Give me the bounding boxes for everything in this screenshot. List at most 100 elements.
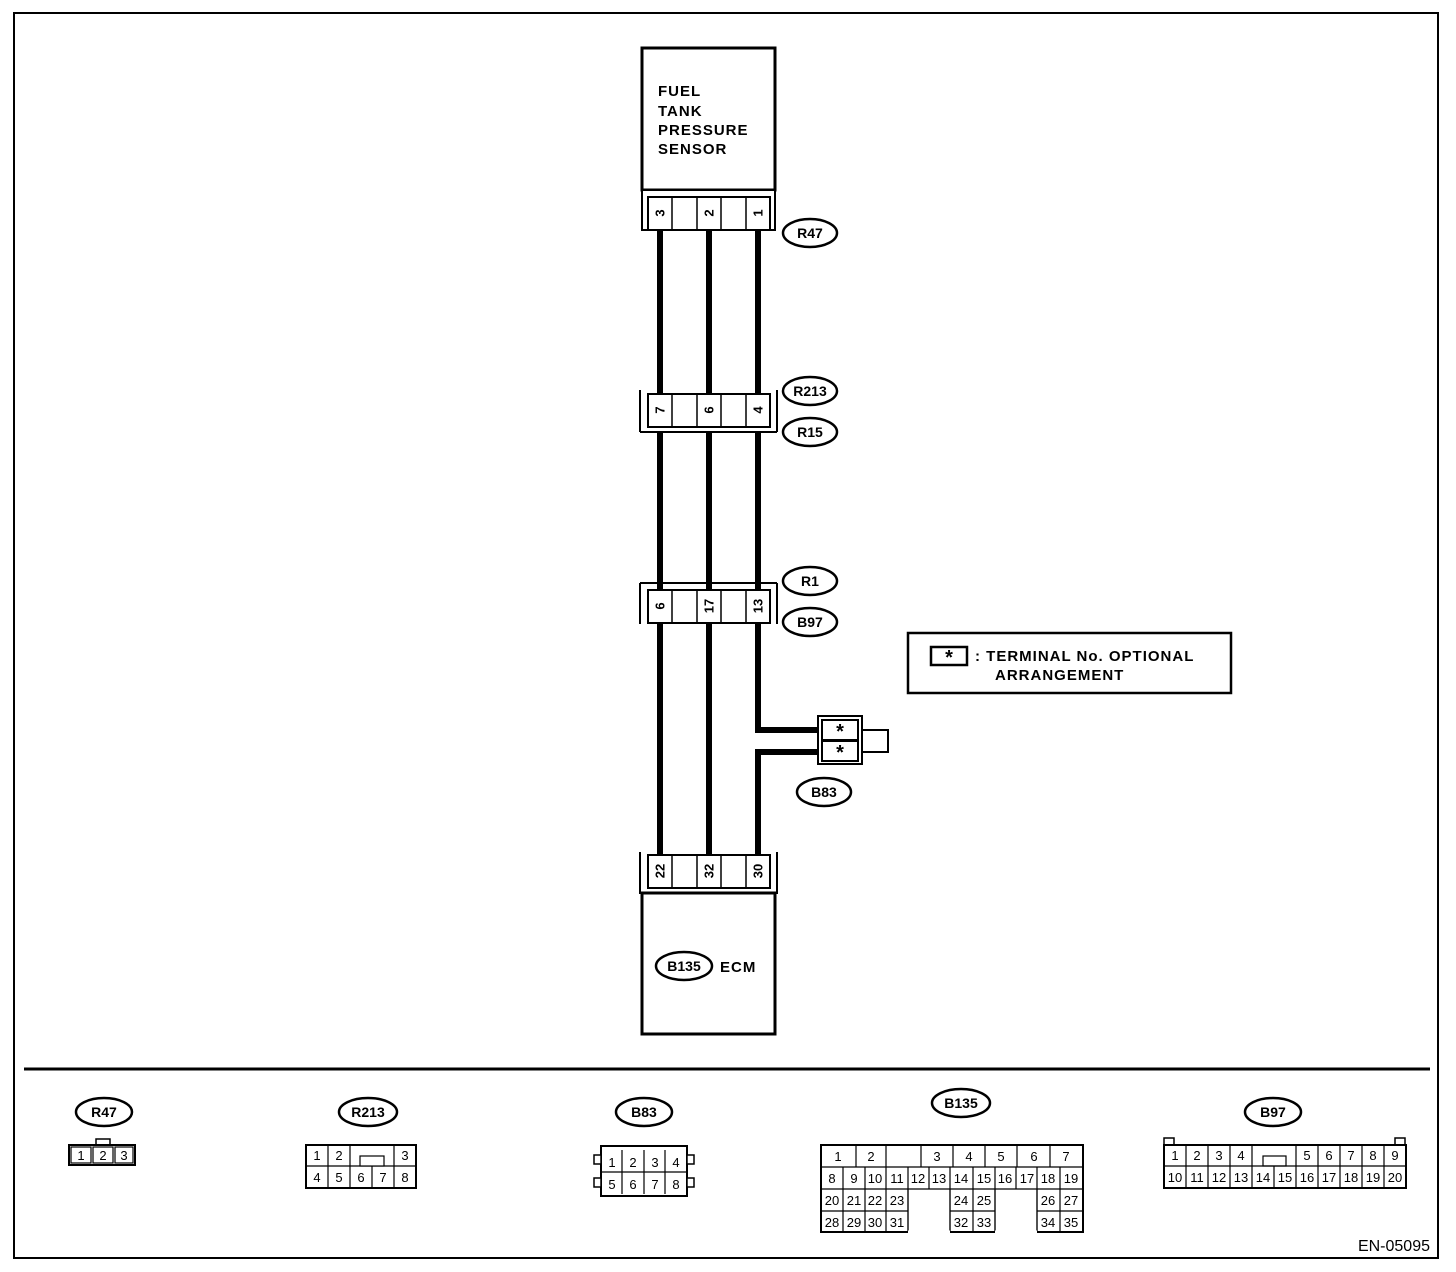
b135-pin-32: 32 xyxy=(702,864,717,878)
face-b135-cell: 25 xyxy=(977,1193,991,1208)
face-b83-cell: 3 xyxy=(651,1155,658,1170)
face-r213-cell: 5 xyxy=(335,1170,342,1185)
connector-r1-b97-block: 6 17 13 xyxy=(639,582,778,624)
face-b97-cell: 5 xyxy=(1303,1148,1310,1163)
face-r213-cell: 2 xyxy=(335,1148,342,1163)
face-b97-cell: 20 xyxy=(1388,1170,1402,1185)
face-r213: R213 1 2 3 4 5 6 7 8 xyxy=(305,1096,417,1189)
connector-b83: * * xyxy=(817,715,889,765)
face-b135-title: B135 xyxy=(944,1095,978,1111)
face-b135-cell: 22 xyxy=(868,1193,882,1208)
face-b97-cell: 6 xyxy=(1325,1148,1332,1163)
face-b135: B135 xyxy=(820,1087,1084,1234)
sensor-label-line-1: FUEL xyxy=(658,83,701,100)
connector-r213-r15-block: 7 6 4 xyxy=(639,390,778,433)
note-symbol: * xyxy=(945,647,953,669)
face-b135-cell: 16 xyxy=(998,1171,1012,1186)
face-b97-cell: 8 xyxy=(1369,1148,1376,1163)
face-b97-cell: 7 xyxy=(1347,1148,1354,1163)
face-b135-cell: 27 xyxy=(1064,1193,1078,1208)
face-r47-title: R47 xyxy=(91,1104,117,1120)
face-b135-cell: 6 xyxy=(1030,1149,1037,1164)
r1-pin-17: 17 xyxy=(702,599,717,613)
b83-pin-2: * xyxy=(836,742,844,764)
face-b97-cell: 9 xyxy=(1391,1148,1398,1163)
note-line-1: : TERMINAL No. OPTIONAL xyxy=(975,648,1194,665)
face-b135-cell: 11 xyxy=(890,1171,904,1186)
face-b83-cell: 6 xyxy=(629,1177,636,1192)
face-b135-cell: 5 xyxy=(997,1149,1004,1164)
face-r213-cell: 6 xyxy=(357,1170,364,1185)
face-b97-cell: 13 xyxy=(1234,1170,1248,1185)
ecm-connector-b135-label: B135 xyxy=(667,958,701,974)
face-b135-cell: 12 xyxy=(911,1171,925,1186)
face-b135-cell: 26 xyxy=(1041,1193,1055,1208)
face-b97-cell: 17 xyxy=(1322,1170,1336,1185)
face-b83-cell: 4 xyxy=(672,1155,679,1170)
wires-segment-2 xyxy=(657,432,761,590)
face-r47-cell: 1 xyxy=(77,1148,84,1163)
face-b83: B83 1 2 3 4 5 6 7 8 xyxy=(593,1096,695,1197)
label-r47: R47 xyxy=(797,225,823,241)
face-b97: B97 1 2 3 xyxy=(1163,1096,1407,1189)
note-box: * : TERMINAL No. OPTIONAL ARRANGEMENT xyxy=(906,631,1233,695)
face-b135-cell: 21 xyxy=(847,1193,861,1208)
face-r213-cell: 8 xyxy=(401,1170,408,1185)
r47-pin-2: 2 xyxy=(702,209,717,216)
r213-pin-6: 6 xyxy=(702,406,717,413)
frame-border xyxy=(13,12,1439,1259)
face-r213-cell: 7 xyxy=(379,1170,386,1185)
face-b135-cell: 18 xyxy=(1041,1171,1055,1186)
face-b135-cell: 8 xyxy=(828,1171,835,1186)
face-b97-cell: 14 xyxy=(1256,1170,1270,1185)
face-r47: R47 1 2 3 xyxy=(68,1096,136,1166)
face-b135-cell: 35 xyxy=(1064,1215,1078,1230)
wires-segment-3 xyxy=(657,623,822,858)
face-b135-cell: 31 xyxy=(890,1215,904,1230)
face-b97-cell: 16 xyxy=(1300,1170,1314,1185)
sensor-label-line-2: TANK xyxy=(658,103,703,120)
face-r213-cell: 4 xyxy=(313,1170,320,1185)
label-b83: B83 xyxy=(811,784,837,800)
face-b135-cell: 30 xyxy=(868,1215,882,1230)
sensor-label-line-4: SENSOR xyxy=(658,141,727,158)
face-b135-cell: 14 xyxy=(954,1171,968,1186)
sensor-label-line-3: PRESSURE xyxy=(658,122,749,139)
connector-r47-block: 3 2 1 xyxy=(641,189,776,231)
b135-pin-22: 22 xyxy=(653,864,668,878)
face-b97-cell: 1 xyxy=(1171,1148,1178,1163)
face-b135-cell: 20 xyxy=(825,1193,839,1208)
face-b135-cell: 7 xyxy=(1062,1149,1069,1164)
r213-pin-7: 7 xyxy=(653,406,668,413)
face-b135-cell: 9 xyxy=(850,1171,857,1186)
wires-segment-1 xyxy=(657,230,761,398)
face-r213-cell: 1 xyxy=(313,1148,320,1163)
face-r213-cell: 3 xyxy=(401,1148,408,1163)
face-b83-cell: 1 xyxy=(608,1155,615,1170)
note-line-2: ARRANGEMENT xyxy=(995,667,1124,684)
connector-id-labels: R47 R213 R15 R1 B97 B83 xyxy=(781,217,853,808)
r47-pin-3: 3 xyxy=(653,209,668,216)
figure-code: EN-05095 xyxy=(1358,1238,1430,1255)
b83-pin-1: * xyxy=(836,721,844,743)
face-b135-cell: 10 xyxy=(868,1171,882,1186)
face-b135-cell: 15 xyxy=(977,1171,991,1186)
r47-pin-1: 1 xyxy=(751,209,766,216)
r1-pin-13: 13 xyxy=(751,599,766,613)
face-b135-cell: 23 xyxy=(890,1193,904,1208)
ecm: 22 32 30 B135 ECM xyxy=(639,852,778,1036)
face-b83-cell: 2 xyxy=(629,1155,636,1170)
fuel-tank-pressure-sensor: FUEL TANK PRESSURE SENSOR xyxy=(640,46,777,192)
r213-pin-4: 4 xyxy=(751,406,766,414)
face-b135-cell: 1 xyxy=(834,1149,841,1164)
face-r213-title: R213 xyxy=(351,1104,385,1120)
face-b135-cell: 19 xyxy=(1064,1171,1078,1186)
face-b135-cell: 17 xyxy=(1020,1171,1034,1186)
face-b135-cell: 32 xyxy=(954,1215,968,1230)
face-b135-cell: 33 xyxy=(977,1215,991,1230)
face-b135-cell: 2 xyxy=(867,1149,874,1164)
ecm-label: ECM xyxy=(720,959,756,976)
face-b83-cell: 8 xyxy=(672,1177,679,1192)
face-r47-cell: 2 xyxy=(99,1148,106,1163)
face-b135-cell: 13 xyxy=(932,1171,946,1186)
